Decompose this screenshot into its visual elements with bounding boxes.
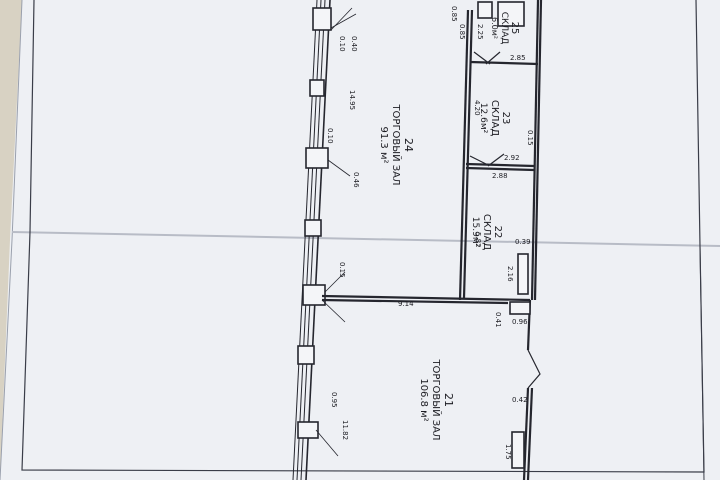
- room-24-area: 91.3 м²: [378, 127, 389, 164]
- room-25-name: СКЛАД: [499, 12, 509, 45]
- room-22-area: 15.9м²: [470, 217, 480, 248]
- dim-store-22-width: 5.82: [474, 232, 482, 248]
- room-22-number: 22: [492, 226, 503, 239]
- room-21-name: ТОРГОВЫЙ ЗАЛ: [430, 358, 443, 440]
- room-21-label: 21 ТОРГОВЫЙ ЗАЛ 106.8 м²: [418, 358, 455, 440]
- facade-piers: [297, 7, 332, 439]
- dim-small-h: 0.42: [512, 396, 528, 404]
- dimension-labels: 14.95 11.82 9.14 4.20 2.92 2.88 5.82 2.8…: [326, 6, 534, 460]
- dim-hall-24-length: 14.95: [348, 90, 356, 110]
- room-25-area: 6.0м²: [490, 17, 499, 39]
- room-23-number: 23: [500, 112, 511, 125]
- room-23-label: 23 СКЛАД 12.6м²: [478, 100, 511, 136]
- dim-window-f: 0.95: [330, 392, 338, 408]
- room-24-name: ТОРГОВЫЙ ЗАЛ: [390, 103, 403, 185]
- room-21-number: 21: [442, 393, 455, 407]
- room-25-label: 25 СКЛАД 6.0м²: [490, 12, 520, 45]
- room-24-label: 24 ТОРГОВЫЙ ЗАЛ 91.3 м²: [378, 103, 415, 185]
- doors: [469, 51, 541, 389]
- interior-walls: [321, 0, 543, 480]
- room-23-area: 12.6м²: [478, 103, 488, 134]
- room-24-number: 24: [402, 138, 415, 152]
- dim-small-f: 0.41: [494, 312, 502, 328]
- dim-store-23-width: 4.20: [473, 100, 481, 116]
- dim-small-d: 0.39: [515, 238, 531, 246]
- dim-window-b: 0.40: [350, 36, 358, 52]
- dim-window-a: 0.10: [338, 36, 346, 52]
- dim-window-c: 0.46: [352, 172, 360, 188]
- room-22-name: СКЛАД: [481, 214, 492, 250]
- dim-window-e: 0.10: [326, 128, 334, 144]
- dim-window-d: 0.15: [338, 262, 346, 278]
- dim-store-22-depth: 2.88: [492, 172, 508, 180]
- facade-dimension-ticks: [315, 7, 357, 457]
- dim-partition: 9.14: [398, 300, 414, 308]
- paper-fold: [11, 231, 720, 247]
- dim-store-23-depth: 2.92: [504, 154, 520, 162]
- dim-small-c: 0.15: [526, 130, 534, 146]
- dim-store-25-width: 2.25: [476, 24, 484, 40]
- dim-small-g: 0.96: [512, 318, 528, 326]
- dim-small-e: 2.16: [506, 266, 514, 282]
- room-22-label: 22 СКЛАД 15.9м²: [470, 214, 503, 250]
- niches: [477, 1, 531, 469]
- dim-hall-21-length: 11.82: [341, 420, 349, 440]
- dim-small-b: 0.85: [458, 24, 466, 40]
- dim-small-i: 1.75: [504, 444, 512, 460]
- dim-small-a: 0.85: [450, 6, 458, 22]
- dim-store-25-depth: 2.85: [510, 54, 526, 62]
- room-21-area: 106.8 м²: [418, 378, 429, 421]
- room-25-number: 25: [509, 22, 520, 35]
- room-23-name: СКЛАД: [489, 100, 500, 136]
- drawing-frame: [21, 0, 705, 473]
